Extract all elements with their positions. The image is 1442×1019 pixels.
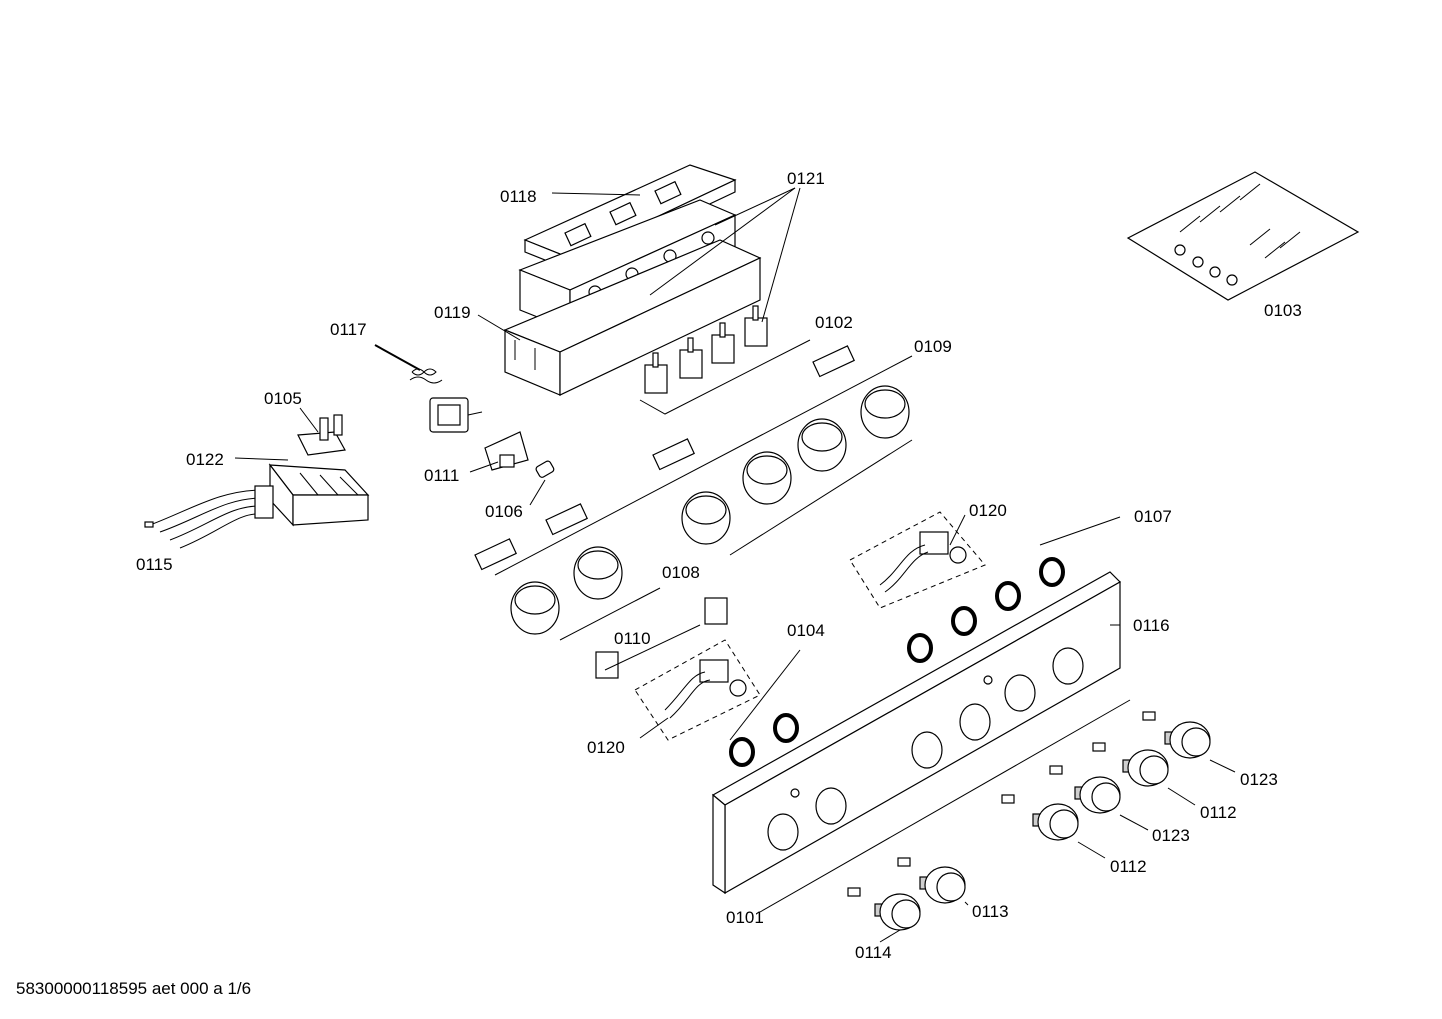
label-0106: 0106 — [485, 502, 523, 521]
mounting-bracket — [484, 431, 529, 471]
control-knobs — [874, 721, 1211, 931]
label-0119: 0119 — [434, 303, 471, 322]
label-0112-right: 0112 — [1200, 803, 1237, 822]
knob-rings — [729, 516, 1121, 767]
drawing-reference-footer: 58300000118595 aet 000 a 1/6 — [16, 979, 252, 998]
label-0116: 0116 — [1133, 616, 1170, 635]
label-0115: 0115 — [136, 555, 173, 574]
indicator-lamp — [535, 460, 555, 478]
knob-inserts — [759, 699, 1156, 913]
label-0117: 0117 — [330, 320, 367, 339]
bushing-row-upper — [681, 385, 913, 556]
switch-carrier-tray — [503, 239, 762, 396]
label-0102: 0102 — [815, 313, 853, 332]
label-0101: 0101 — [726, 908, 764, 927]
control-panel — [711, 571, 1121, 895]
push-switch-group — [639, 305, 811, 415]
label-0105: 0105 — [264, 389, 302, 408]
label-0121: 0121 — [787, 169, 825, 188]
label-0109: 0109 — [914, 337, 952, 356]
label-0120-upper: 0120 — [969, 501, 1007, 520]
label-0111: 0111 — [424, 466, 459, 485]
label-0113: 0113 — [972, 902, 1009, 921]
label-0103: 0103 — [1264, 301, 1302, 320]
switch-holders — [595, 597, 728, 679]
wiring-harness — [144, 485, 274, 549]
label-0112-mid: 0112 — [1110, 857, 1147, 876]
thermostat — [374, 344, 483, 433]
switch-module-upper — [849, 511, 986, 609]
screw-bag — [1126, 171, 1360, 301]
bushing-retainer-clips — [474, 345, 913, 576]
label-0108: 0108 — [662, 563, 700, 582]
label-0104: 0104 — [787, 621, 825, 640]
label-0118: 0118 — [500, 187, 537, 206]
terminal-block — [268, 463, 370, 527]
label-0110: 0110 — [614, 629, 651, 648]
leader-lines — [234, 187, 1236, 943]
label-0122: 0122 — [186, 450, 224, 469]
switch-module-lower — [634, 639, 761, 741]
label-0123-mid: 0123 — [1152, 826, 1190, 845]
label-0120-lower: 0120 — [587, 738, 625, 757]
terminal-clip — [297, 414, 346, 456]
label-0123-right: 0123 — [1240, 770, 1278, 789]
label-0114: 0114 — [855, 943, 892, 962]
bushing-row-lower — [510, 546, 661, 641]
label-0107: 0107 — [1134, 507, 1172, 526]
